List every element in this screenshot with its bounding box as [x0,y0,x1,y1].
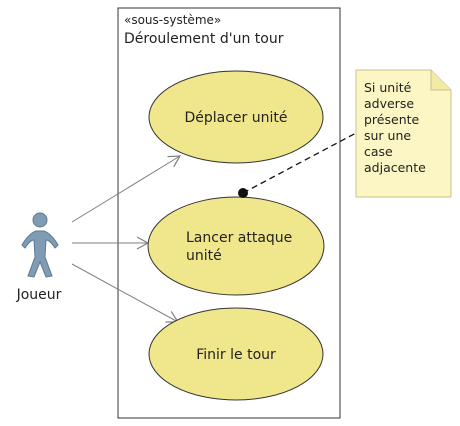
association-finir [71,263,180,323]
note-line: sur une [364,128,411,143]
use-case-finir-le-tour[interactable]: Finir le tour [148,307,324,401]
note-line: Si unité [364,80,412,95]
system-stereotype: «sous-système» [124,13,221,27]
use-case-label-line-1: Lancer attaque [186,230,292,246]
system-name: Déroulement d'un tour [124,31,284,47]
note-line: présente [364,112,420,127]
note-anchor-dot [238,188,248,198]
use-case-label: Finir le tour [196,347,276,363]
note-line: adjacente [364,160,426,175]
use-case-deplacer-unite[interactable]: Déplacer unité [148,70,324,164]
note-line: adverse [364,96,414,111]
use-case-lancer-attaque[interactable]: Lancer attaque unité [147,196,325,296]
association-deplacer [71,155,182,223]
actor-joueur[interactable]: Joueur [16,212,62,303]
use-case-label: Déplacer unité [184,110,287,126]
use-case-label-line-2: unité [186,248,222,264]
actor-name: Joueur [16,287,62,303]
actor-figure-icon [21,212,59,278]
note-connector [242,132,357,194]
note[interactable]: Si unité adverse présente sur une case a… [355,69,452,198]
note-line: case [364,144,393,159]
